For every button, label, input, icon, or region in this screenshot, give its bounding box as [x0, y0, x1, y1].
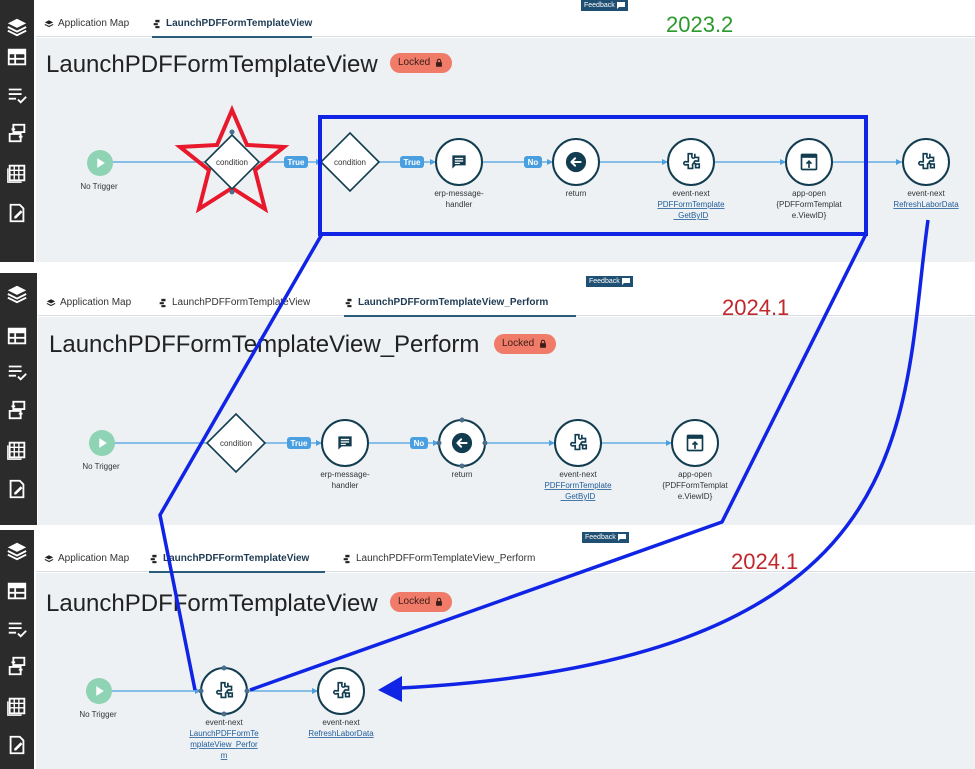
flow-diagram: No Trigger event-next LaunchPDFFormTe mp…: [79, 665, 374, 761]
no-label: No: [414, 439, 425, 448]
event-link[interactable]: PDFFormTemplate: [544, 481, 612, 490]
true-pill: True: [284, 156, 308, 168]
event-next-node[interactable]: event-next LaunchPDFFormTe mplateView_Pe…: [189, 665, 259, 761]
panel-2024-1-perform: Application Map LaunchPDFFormTemplateVie…: [0, 273, 975, 525]
tab-label: Application Map: [58, 553, 130, 564]
event-next-node[interactable]: event-next PDFFormTemplate _GetByID: [544, 419, 612, 501]
event-next-node[interactable]: event-next PDFFormTemplate _GetByID: [657, 138, 725, 220]
erp-label: erp-message-: [320, 470, 370, 479]
play-icon[interactable]: [89, 430, 115, 456]
no-label: No: [528, 158, 539, 167]
tab-bar: Application Map LaunchPDFFormTemplateVie…: [36, 12, 975, 38]
feedback-button[interactable]: Feedback: [581, 0, 628, 11]
erp-label: erp-message-: [434, 189, 484, 198]
sidebar: [0, 0, 34, 262]
return-label: return: [452, 470, 473, 479]
flow-diagram: No Trigger condition True condition True…: [80, 104, 959, 220]
flow-diagram: No Trigger condition True erp-message- h…: [82, 412, 728, 501]
app-open-sub: e.ViewID}: [792, 211, 827, 220]
event-next-node[interactable]: event-next RefreshLaborData: [308, 667, 374, 738]
tab-label: LaunchPDFFormTemplateView: [166, 18, 313, 29]
event-link[interactable]: _GetByID: [560, 492, 596, 501]
no-pill: No: [410, 437, 428, 449]
tab-application-map[interactable]: Application Map: [44, 12, 129, 36]
feedback-label: Feedback: [584, 2, 615, 9]
return-node[interactable]: return: [436, 417, 488, 480]
event-link[interactable]: _GetByID: [673, 211, 709, 220]
erp-label: handler: [446, 200, 473, 209]
back-arrow-icon: [565, 151, 587, 173]
app-open-node[interactable]: app-open {PDFFormTemplat e.ViewID}: [776, 138, 842, 220]
condition-node-1[interactable]: condition: [203, 129, 261, 195]
condition-node[interactable]: condition: [205, 412, 267, 474]
erp-label: handler: [332, 481, 359, 490]
locked-badge: Locked: [390, 53, 453, 73]
locked-label: Locked: [398, 57, 431, 68]
sidebar: [0, 530, 34, 769]
true-pill: True: [287, 437, 311, 449]
true-pill: True: [400, 156, 424, 168]
trigger-label: No Trigger: [79, 710, 117, 719]
condition-node-2[interactable]: condition: [319, 131, 381, 193]
condition-label: condition: [334, 158, 366, 167]
event-next-label: event-next: [907, 189, 945, 198]
true-label: True: [291, 439, 308, 448]
event-link[interactable]: m: [221, 751, 228, 760]
event-next-label: event-next: [322, 718, 360, 727]
trigger-label: No Trigger: [82, 462, 120, 471]
back-arrow-icon: [451, 432, 473, 454]
tab-label: Application Map: [58, 18, 130, 29]
condition-label: condition: [220, 439, 252, 448]
app-open-node[interactable]: app-open {PDFFormTemplat e.ViewID}: [662, 419, 728, 501]
tab-application-map[interactable]: Application Map: [46, 291, 131, 315]
tab-application-map[interactable]: Application Map: [44, 547, 129, 571]
condition-label: condition: [216, 158, 248, 167]
panel-2023-2: Application Map LaunchPDFFormTemplateVie…: [0, 0, 975, 262]
play-icon[interactable]: [87, 150, 113, 176]
app-open-label: app-open: [678, 470, 712, 479]
event-next-label: event-next: [559, 470, 597, 479]
event-link[interactable]: mplateView_Perfor: [190, 740, 258, 749]
app-open-label: app-open: [792, 189, 826, 198]
trigger-label: No Trigger: [80, 182, 118, 191]
app-open-sub: {PDFFormTemplat: [776, 200, 842, 209]
no-pill: No: [524, 156, 542, 168]
tab-label: Application Map: [60, 297, 132, 308]
event-next-label: event-next: [672, 189, 710, 198]
tab-launchpdfformtemplateview[interactable]: LaunchPDFFormTemplateView: [152, 12, 313, 38]
return-node[interactable]: return: [552, 138, 600, 198]
page-title: LaunchPDFFormTemplateView: [46, 51, 378, 78]
version-label: 2023.2: [666, 12, 734, 37]
event-next-label: event-next: [205, 718, 243, 727]
play-icon[interactable]: [86, 678, 112, 704]
return-label: return: [566, 189, 587, 198]
event-next-node[interactable]: event-next RefreshLaborData: [893, 138, 959, 209]
erp-message-handler-node[interactable]: erp-message- handler: [320, 419, 370, 490]
app-open-sub: {PDFFormTemplat: [662, 481, 728, 490]
app-open-sub: e.ViewID}: [678, 492, 713, 501]
feedback-icon: [616, 2, 625, 9]
true-label: True: [288, 158, 305, 167]
event-link[interactable]: RefreshLaborData: [893, 200, 959, 209]
sidebar: [0, 273, 37, 525]
event-link[interactable]: LaunchPDFFormTe: [189, 729, 259, 738]
event-link[interactable]: RefreshLaborData: [308, 729, 374, 738]
true-label: True: [404, 158, 421, 167]
erp-message-handler-node[interactable]: erp-message- handler: [434, 138, 484, 209]
panel-2024-1: Application Map LaunchPDFFormTe mplateVie…: [0, 530, 975, 769]
event-link[interactable]: PDFFormTemplate: [657, 200, 725, 209]
